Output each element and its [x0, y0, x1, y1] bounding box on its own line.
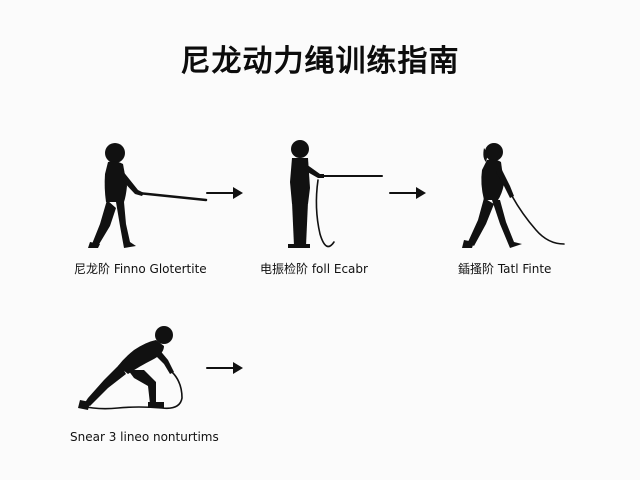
- rope-1: [136, 191, 208, 202]
- person-silhouette-2: [288, 140, 324, 248]
- step-1-illustration: [80, 138, 220, 253]
- arrow-4: [205, 360, 245, 380]
- person-silhouette-4: [78, 326, 174, 410]
- arrow-2: [388, 185, 428, 205]
- step-3-illustration: [460, 138, 580, 253]
- rope-4: [81, 371, 183, 410]
- person-silhouette-3: [462, 143, 522, 248]
- page-title: 尼龙动力绳训练指南: [180, 44, 460, 79]
- person-silhouette-1: [88, 143, 144, 248]
- step-1-caption: 尼龙阶 Finno Glotertite: [74, 262, 207, 276]
- step-2-illustration: [280, 138, 390, 253]
- step-4-illustration: [78, 326, 198, 416]
- rope-2b: [315, 179, 335, 248]
- arrow-1: [205, 185, 245, 205]
- rope-3: [511, 195, 565, 245]
- step-4-caption: Snear 3 lineo nonturtims: [70, 430, 219, 444]
- step-3-caption: 鍤搔阶 Tatl Finte: [458, 262, 552, 276]
- step-2-caption: 电振检阶 foll Ecabr: [260, 262, 368, 276]
